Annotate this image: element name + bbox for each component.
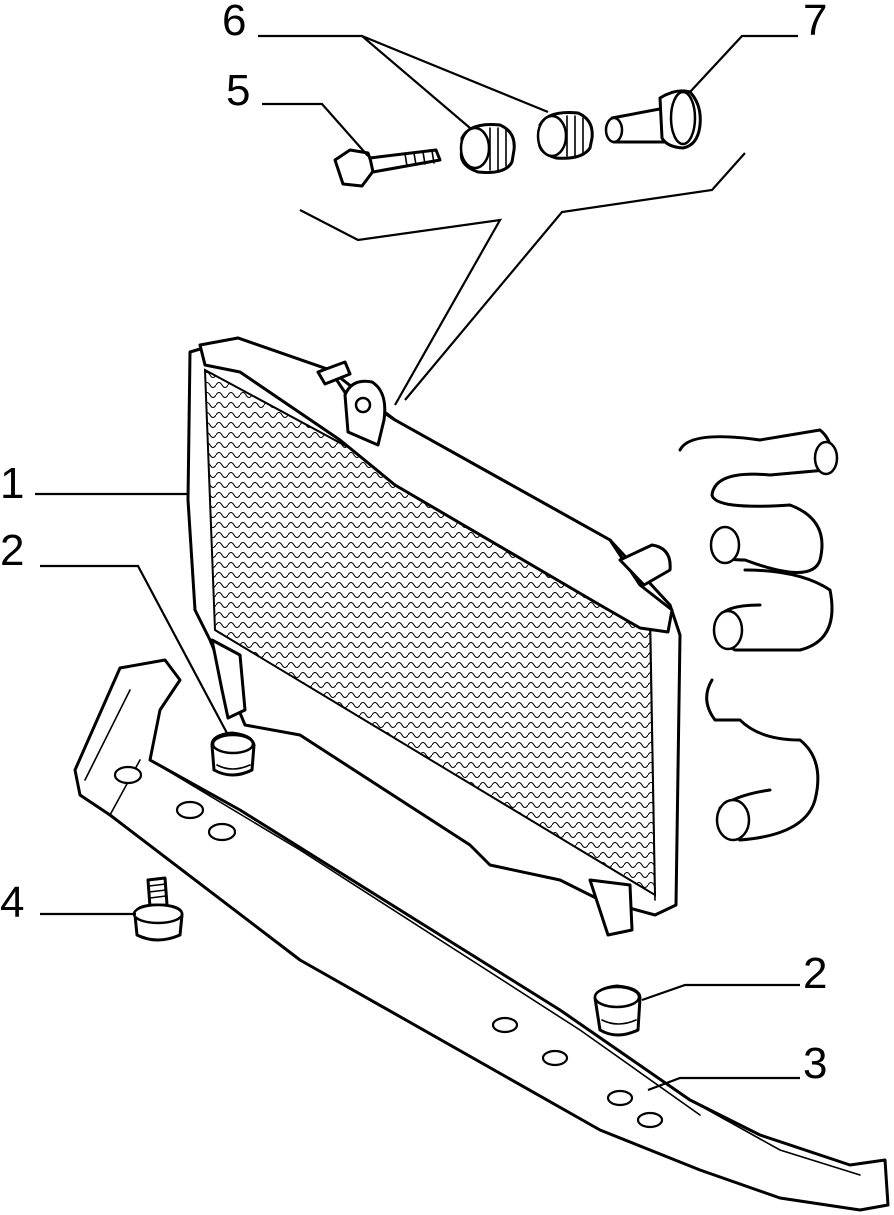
hex-bolt xyxy=(333,148,442,188)
callout-7: 7 xyxy=(803,0,827,45)
lower-crossmember xyxy=(73,658,890,1212)
coolant-hoses xyxy=(678,428,839,842)
callout-6: 6 xyxy=(222,0,246,45)
rubber-mount-right xyxy=(593,984,642,1037)
leader-lines xyxy=(35,34,800,1092)
radiator xyxy=(186,336,682,937)
callout-1: 1 xyxy=(0,459,24,508)
flange-bolt xyxy=(132,876,184,942)
mounting-pin xyxy=(604,89,702,150)
callout-5: 5 xyxy=(226,66,250,115)
callout-2-left: 2 xyxy=(0,526,24,575)
bushing-right xyxy=(536,111,594,160)
rubber-mount-left xyxy=(210,731,256,777)
callout-4: 4 xyxy=(0,878,24,927)
callout-3: 3 xyxy=(803,1039,827,1088)
callout-2-right: 2 xyxy=(803,949,827,998)
bushing-left xyxy=(459,123,516,174)
